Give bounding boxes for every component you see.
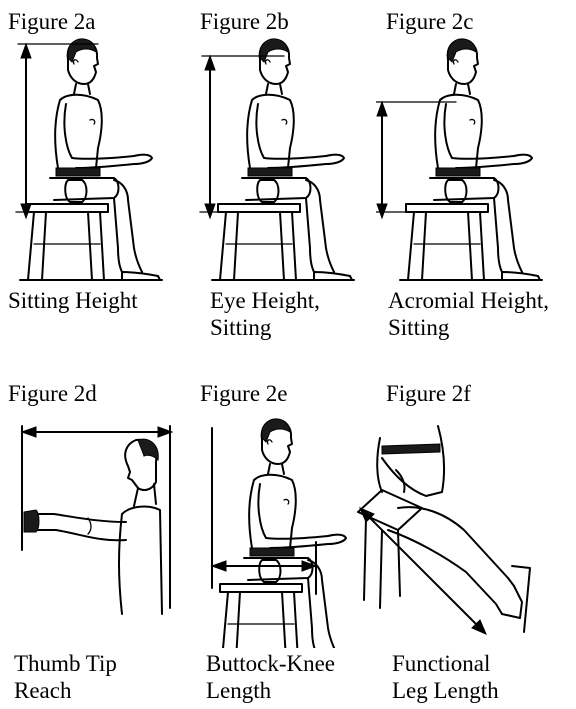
figure-2d-illustration	[10, 418, 190, 638]
figure-2a-title: Figure 2a	[8, 8, 96, 35]
figure-2f-caption-line-1: Functional	[392, 650, 490, 677]
figure-2c-title: Figure 2c	[386, 8, 474, 35]
figure-2b-caption-line-1: Eye Height,	[210, 287, 320, 314]
figure-2c-caption-line-2: Sitting	[388, 314, 449, 341]
figure-2c-caption-line-1: Acromial Height,	[388, 287, 549, 314]
figure-2e-caption-line-1: Buttock-Knee	[206, 650, 335, 677]
figure-2e-illustration	[198, 418, 378, 648]
figure-2d-title: Figure 2d	[8, 380, 97, 407]
figure-2b-illustration	[192, 36, 382, 286]
figure-2a-caption-line-1: Sitting Height	[8, 287, 138, 314]
figure-2b-caption-line-2: Sitting	[210, 314, 271, 341]
figure-2b-title: Figure 2b	[200, 8, 289, 35]
figure-2f-title: Figure 2f	[386, 380, 471, 407]
figure-2d-caption-line-1: Thumb Tip	[14, 650, 117, 677]
figure-2e-title: Figure 2e	[200, 380, 288, 407]
figure-2f-illustration	[352, 418, 552, 648]
figure-2c-illustration	[376, 36, 576, 286]
figure-2d-caption-line-2: Reach	[14, 677, 71, 704]
figure-2e-caption-line-2: Length	[206, 677, 271, 704]
figure-2f-caption-line-2: Leg Length	[392, 677, 499, 704]
figure-2a-illustration	[0, 36, 190, 286]
